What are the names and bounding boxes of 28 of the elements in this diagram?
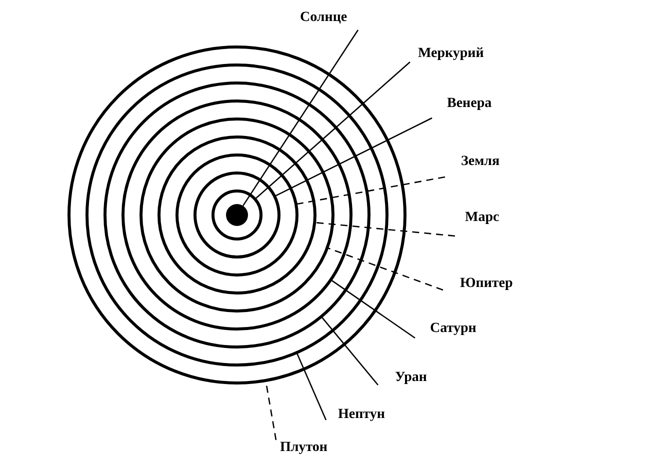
leader-line <box>320 316 378 386</box>
planet-label: Марс <box>465 210 500 226</box>
planet-label: Уран <box>395 370 427 386</box>
planet-label: Плутон <box>280 440 328 456</box>
orbit-ring <box>122 100 352 330</box>
orbit-ring <box>194 172 280 258</box>
leader-line <box>242 30 359 206</box>
leader-line <box>296 352 327 420</box>
planet-label: Юпитер <box>460 276 513 292</box>
leader-line <box>254 62 410 200</box>
orbit-ring <box>176 154 298 276</box>
leader-line <box>296 176 446 205</box>
planet-label: Солнце <box>300 10 348 26</box>
planet-label: Венера <box>447 96 492 112</box>
leader-line <box>274 117 432 197</box>
planet-label: Меркурий <box>418 46 484 62</box>
sun-dot <box>226 204 248 226</box>
orbit-ring <box>140 118 334 312</box>
orbit-ring <box>86 64 388 366</box>
leader-line <box>314 222 456 237</box>
leader-line <box>326 247 444 291</box>
orbit-ring <box>212 190 262 240</box>
orbit-ring <box>158 136 316 294</box>
leader-line <box>330 279 416 339</box>
planet-label: Сатурн <box>430 321 476 337</box>
planet-label: Земля <box>461 154 500 170</box>
orbit-ring <box>104 82 370 348</box>
planet-label: Нептун <box>338 407 385 423</box>
